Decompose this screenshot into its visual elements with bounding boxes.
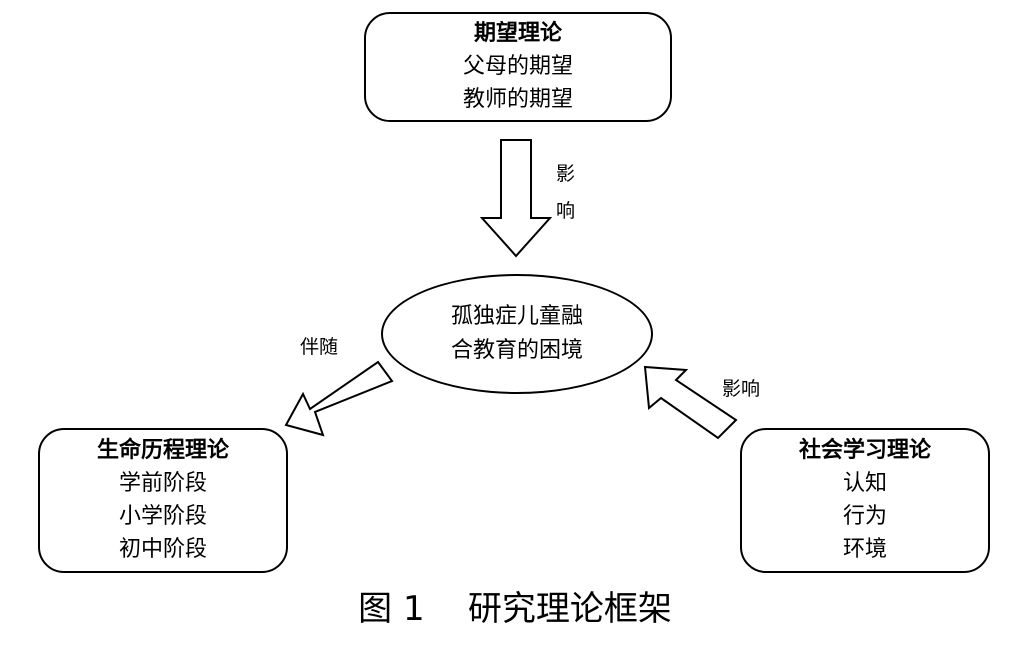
- center-line-2: 合教育的困境: [450, 338, 583, 363]
- arrow-label-right: 影响: [722, 378, 761, 400]
- center-line-1: 孤独症儿童融: [450, 304, 583, 329]
- arrow-label-top-char-1: 影: [556, 163, 576, 185]
- social-learning-line-cognition: 认知: [842, 471, 887, 496]
- arrow-label-top-char-2: 响: [556, 200, 576, 222]
- expectancy-theory-box: 期望理论 父母的期望 教师的期望: [364, 12, 672, 122]
- life-course-theory-title: 生命历程理论: [96, 438, 229, 463]
- social-learning-line-environment: 环境: [842, 537, 887, 562]
- arrow-label-left: 伴随: [300, 336, 339, 358]
- figure-caption: 图 1 研究理论框架: [358, 589, 672, 629]
- arrow-center-to-lifecourse: [284, 360, 394, 437]
- life-course-theory-box: 生命历程理论 学前阶段 小学阶段 初中阶段: [38, 428, 288, 573]
- arrow-social-to-center: [643, 365, 738, 440]
- center-ellipse: 孤独症儿童融 合教育的困境: [381, 274, 653, 394]
- life-course-line-junior: 初中阶段: [118, 537, 207, 562]
- social-learning-line-behavior: 行为: [842, 504, 887, 529]
- life-course-line-preschool: 学前阶段: [118, 471, 207, 496]
- expectancy-line-parents: 父母的期望: [462, 54, 573, 79]
- social-learning-theory-title: 社会学习理论: [798, 438, 931, 463]
- social-learning-theory-box: 社会学习理论 认知 行为 环境: [740, 428, 990, 573]
- arrow-down-expectancy-to-center: [479, 139, 553, 258]
- life-course-line-primary: 小学阶段: [118, 504, 207, 529]
- expectancy-theory-title: 期望理论: [473, 21, 562, 46]
- expectancy-line-teachers: 教师的期望: [462, 87, 573, 112]
